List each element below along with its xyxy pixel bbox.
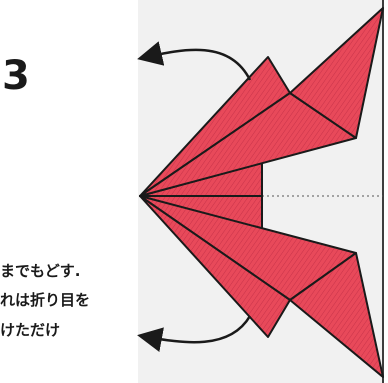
curved-arrow-left-bottom-icon bbox=[137, 315, 252, 352]
caption-line-2: れは折り目を bbox=[0, 291, 91, 309]
lower-long-flap bbox=[139, 195, 291, 338]
page-edge bbox=[382, 0, 388, 383]
curved-arrow-left-top-icon bbox=[137, 41, 252, 81]
lower-tip-flap bbox=[289, 252, 384, 378]
upper-tip-flap bbox=[289, 7, 384, 139]
caption-line-1: までもどす. bbox=[0, 262, 81, 280]
step-number: 3 bbox=[2, 53, 30, 99]
caption-line-3: けただけ bbox=[0, 321, 61, 339]
